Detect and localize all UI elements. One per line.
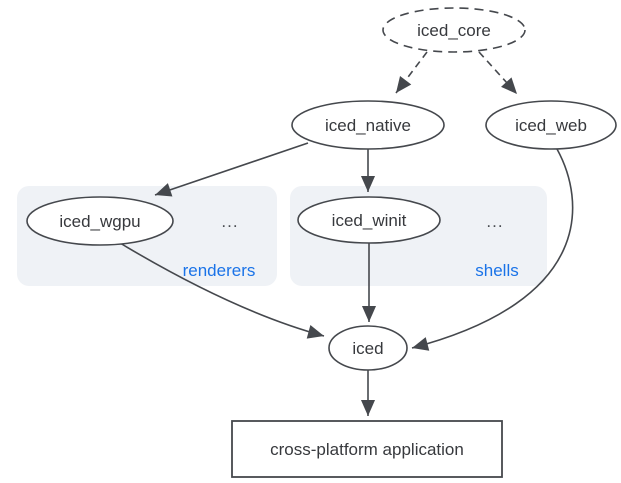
shells-ellipsis: ...: [486, 212, 503, 231]
edge-web-to-iced: [411, 148, 574, 351]
renderers-ellipsis: ...: [221, 212, 238, 231]
iced-web-label: iced_web: [515, 116, 587, 135]
iced-label: iced: [352, 339, 383, 358]
iced-winit-ellipse: [297, 196, 441, 244]
node-iced-web: iced_web: [485, 100, 617, 150]
app-label: cross-platform application: [270, 440, 464, 459]
iced-wgpu-ellipse: [26, 196, 174, 246]
node-iced-core: iced_core: [382, 7, 526, 53]
edge-core-to-web: [478, 51, 518, 95]
node-iced-native: iced_native: [291, 100, 445, 150]
iced-winit-label: iced_winit: [332, 211, 407, 230]
edge-wgpu-to-iced: [119, 242, 325, 339]
iced-native-ellipse: [291, 100, 445, 150]
iced-core-label: iced_core: [417, 21, 491, 40]
shells-group-label: shells: [475, 261, 518, 280]
iced-native-label: iced_native: [325, 116, 411, 135]
iced-ellipse: [328, 325, 408, 371]
renderers-group-label: renderers: [183, 261, 256, 280]
node-iced: iced: [328, 325, 408, 371]
iced-core-ellipse: [382, 7, 526, 53]
edge-native-to-wgpu: [154, 142, 309, 197]
app-box: [231, 420, 503, 478]
edge-core-to-native: [395, 51, 428, 94]
node-cross-platform-application: cross-platform application: [231, 420, 503, 478]
node-iced-wgpu: iced_wgpu: [26, 196, 174, 246]
iced-wgpu-label: iced_wgpu: [59, 212, 140, 231]
node-iced-winit: iced_winit: [297, 196, 441, 244]
iced-web-ellipse: [485, 100, 617, 150]
